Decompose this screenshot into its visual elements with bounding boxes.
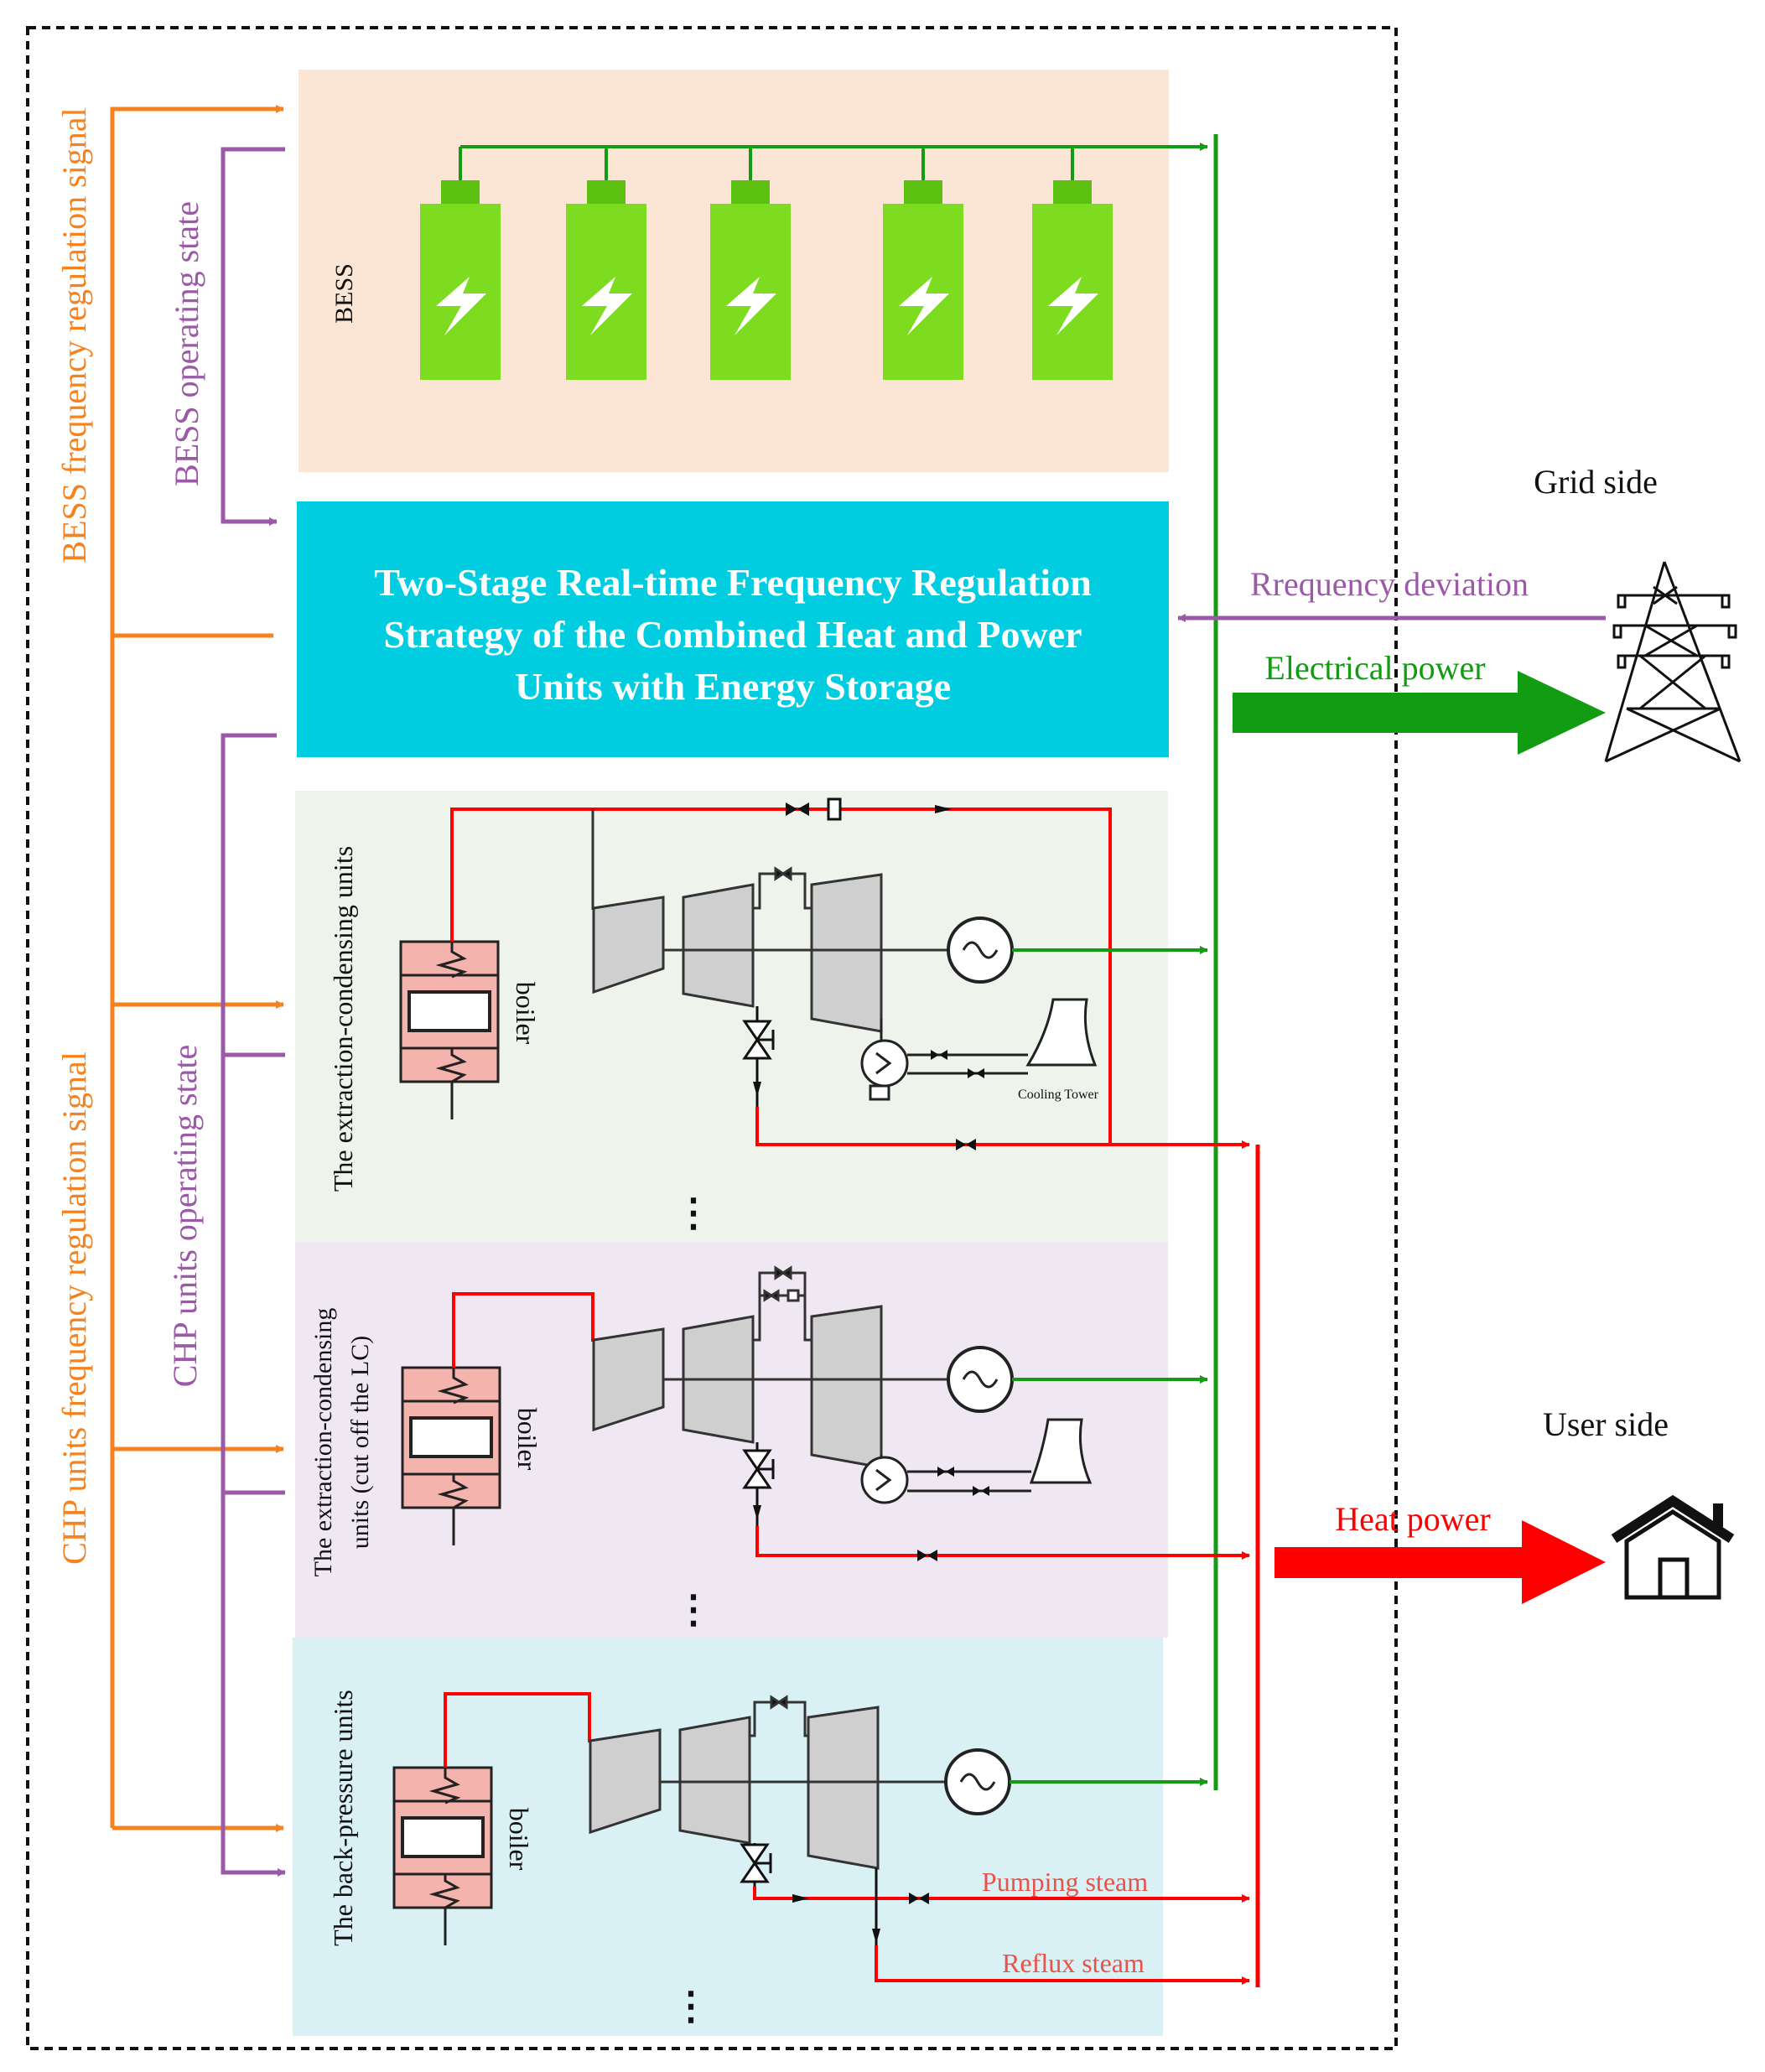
ec-extraction-branch <box>742 1006 1250 1150</box>
electrical-power-label: Electrical power <box>1264 649 1485 687</box>
grid-side-label: Grid side <box>1534 463 1658 501</box>
ec-lc-unit-label-2: units (cut off the LC) <box>346 1336 374 1549</box>
bess-operating-state-label: BESS operating state <box>168 201 205 486</box>
reflux-steam-label: Reflux steam <box>1002 1948 1145 1978</box>
state-feedback-lines <box>221 147 286 1877</box>
ec-boiler-label: boiler <box>511 982 541 1045</box>
ec-lc-turbine-set <box>592 1265 947 1469</box>
ec-lc-cooling-tower <box>1029 1418 1093 1484</box>
frequency-deviation-label: Rrequency deviation <box>1250 565 1529 603</box>
ec-lc-boiler-label: boiler <box>512 1408 542 1471</box>
chp-regulation-signal-label: CHP units frequency regulation signal <box>55 1052 93 1565</box>
ec-bypass-valves <box>786 797 952 821</box>
ec-lc-ellipsis: ⋮ <box>674 1588 713 1631</box>
ec-ellipsis: ⋮ <box>674 1192 713 1234</box>
heat-power-label: Heat power <box>1335 1500 1490 1538</box>
bp-generator-icon <box>944 1748 1011 1815</box>
strategy-box <box>297 501 1169 757</box>
battery-3 <box>710 180 791 380</box>
bp-reflux-branch <box>872 1868 1250 1985</box>
transmission-tower-icon <box>1604 561 1742 763</box>
bp-turbine-set <box>589 1695 946 1870</box>
battery-2 <box>566 180 646 380</box>
bess-regulation-signal-label: BESS frequency regulation signal <box>55 107 93 563</box>
bp-unit-label: The back-pressure units <box>328 1690 358 1946</box>
bp-steam-line <box>444 1692 591 1768</box>
ec-steam-line <box>450 808 1112 1145</box>
bess-regulation-signal-line <box>110 105 284 1832</box>
electrical-power-arrow <box>1233 671 1606 755</box>
ec-lc-generator-icon <box>947 1346 1014 1413</box>
ec-generator-icon <box>947 917 1014 984</box>
strategy-line-2: Strategy of the Combined Heat and Power <box>383 613 1082 656</box>
battery-1 <box>420 180 501 380</box>
ec-condenser-loop <box>860 1019 1028 1101</box>
ec-lc-unit-label-1: The extraction-condensing <box>309 1308 337 1577</box>
bp-boiler <box>392 1766 493 1945</box>
battery-bus <box>459 143 1208 180</box>
ec-boiler <box>399 940 500 1119</box>
bp-ellipsis: ⋮ <box>672 1985 710 2028</box>
system-boundary <box>26 26 1398 2050</box>
strategy-line-1: Two-Stage Real-time Frequency Regulation <box>374 561 1092 604</box>
heat-power-arrow <box>1274 1520 1606 1604</box>
ec-cooling-tower-label: Cooling Tower <box>1018 1088 1099 1102</box>
bp-boiler-label: boiler <box>504 1808 534 1871</box>
user-side-label: User side <box>1543 1405 1669 1443</box>
strategy-line-3: Units with Energy Storage <box>515 665 951 708</box>
ec-cooling-tower <box>1025 998 1098 1067</box>
battery-4 <box>883 180 963 380</box>
bp-pumping-branch <box>740 1843 1250 1904</box>
bess-label: BESS <box>330 263 358 324</box>
ec-unit-label: The extraction-condensing units <box>328 846 358 1192</box>
ec-turbine-set <box>591 809 947 1033</box>
house-icon <box>1611 1494 1735 1600</box>
ec-lc-condenser-loop <box>860 1455 1031 1504</box>
ec-lc-steam-line <box>452 1292 594 1368</box>
ec-lc-boiler <box>401 1366 501 1545</box>
battery-5 <box>1032 180 1113 380</box>
ec-lc-extraction-branch <box>742 1442 1250 1561</box>
pumping-steam-label: Pumping steam <box>982 1867 1148 1897</box>
chp-operating-state-label: CHP units operating state <box>166 1045 204 1387</box>
